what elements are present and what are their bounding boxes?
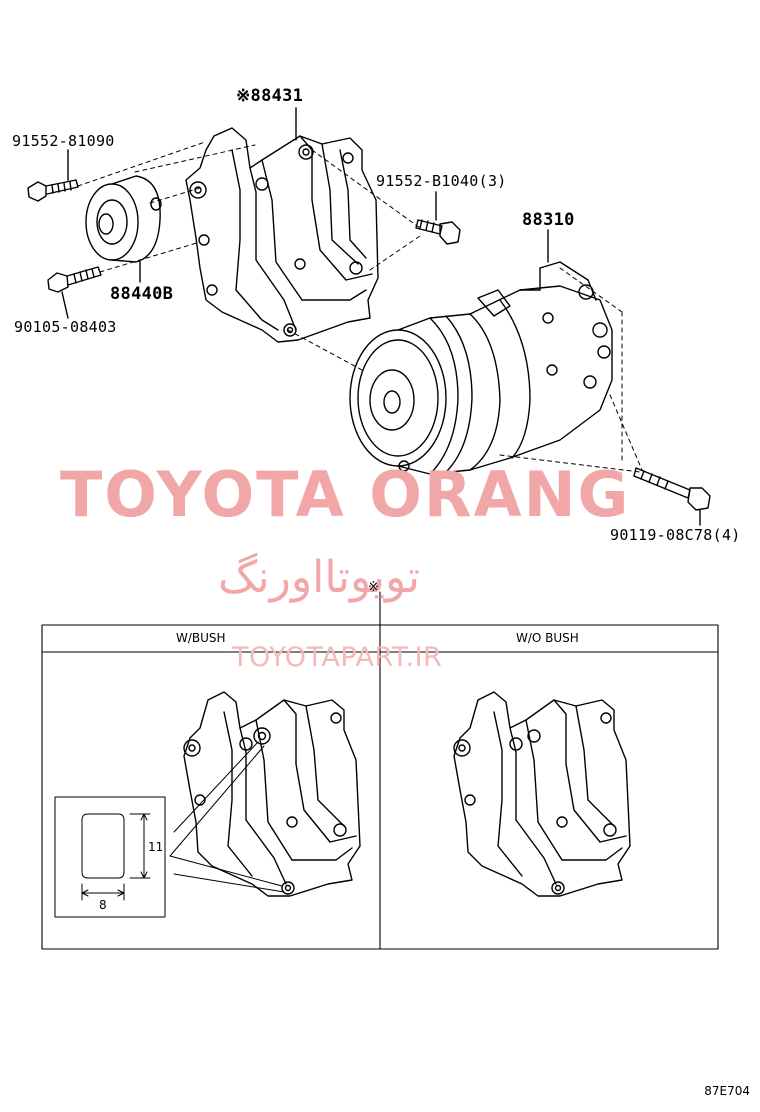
part-label-bolt-bottom: 90105-08403 bbox=[14, 318, 117, 336]
bracket-icon bbox=[185, 127, 379, 343]
compressor-icon bbox=[349, 261, 613, 475]
part-label-compressor-bolt: 90119-08C78(4) bbox=[610, 526, 741, 544]
dashed-leaders bbox=[77, 141, 643, 473]
idler-pulley-icon bbox=[85, 175, 162, 283]
bracket-without-bush-icon bbox=[453, 691, 631, 897]
bracket-with-bush-icon bbox=[183, 691, 361, 897]
variant-marker: ※ bbox=[368, 580, 379, 595]
part-label-compressor: 88310 bbox=[522, 210, 575, 230]
bolt-bottom-icon bbox=[47, 266, 102, 319]
illustration-code: 87E704 bbox=[704, 1084, 750, 1098]
bolt-top-icon bbox=[27, 179, 79, 202]
column-header-without-bush: W/O BUSH bbox=[516, 631, 579, 645]
part-label-bolt-right: 91552-B1040(3) bbox=[376, 172, 507, 190]
bush-height-dimension: 11 bbox=[148, 840, 164, 854]
variant-table bbox=[41, 591, 719, 950]
column-header-with-bush: W/BUSH bbox=[176, 631, 226, 645]
bush-width-dimension: 8 bbox=[99, 898, 107, 912]
bolt-right-icon bbox=[415, 219, 461, 245]
bush-detail-inset bbox=[54, 796, 166, 918]
part-label-idler-pulley: 88440B bbox=[110, 284, 174, 304]
part-label-bolt-top: 91552-81090 bbox=[12, 132, 115, 150]
watermark-persian: تویوتااورنگ bbox=[218, 552, 420, 603]
watermark-english: TOYOTA ORANG bbox=[60, 458, 631, 531]
compressor-bolt-icon bbox=[633, 467, 711, 511]
part-label-bracket: ※88431 bbox=[236, 86, 304, 106]
watermark-url: TOYOTAPART.IR bbox=[232, 642, 443, 673]
